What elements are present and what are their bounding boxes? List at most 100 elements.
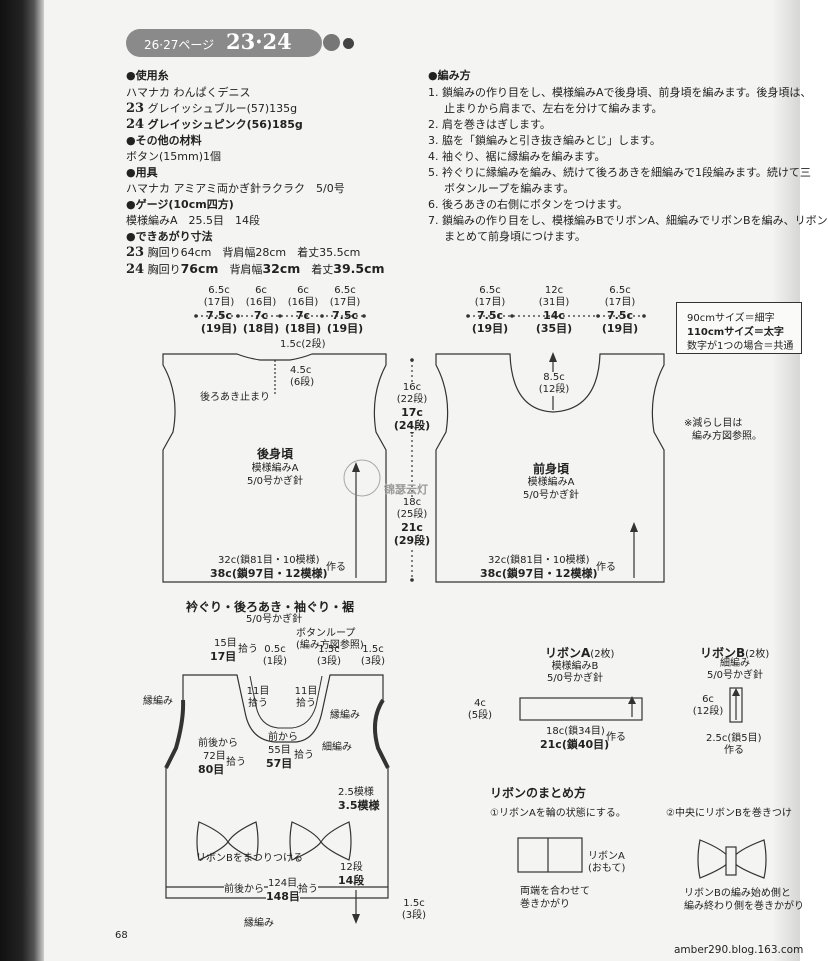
page-number: 68 — [115, 930, 128, 941]
back-width-1-bold: 7.5c(19目) — [200, 309, 238, 335]
method-step: 4. 袖ぐり、裾に縁編みを編みます。 — [428, 150, 606, 163]
front-neck-pickup-57: 57目 — [266, 757, 293, 770]
neck-edge-inner — [249, 675, 323, 729]
decrease-note-2: 編み方図参照。 — [692, 431, 762, 442]
back-bottom-width: 32c(鎖81目・10模様) — [218, 555, 320, 566]
front-title: 前身頃 — [532, 462, 569, 476]
front-neck-depth: 8.5c(12段) — [534, 372, 574, 396]
yarn-23-line: 23 グレイッシュブルー(57)135g — [126, 102, 297, 116]
button-loop-label: ボタンループ(編み方図参照) — [296, 628, 364, 651]
slit-pickup-right: 11目拾う — [294, 686, 318, 709]
hem-pickup-from: 前後から — [224, 884, 264, 896]
side-armhole-height-bold: 17c(24段) — [392, 406, 432, 432]
side-tick-3 — [410, 578, 414, 582]
back-tick-5 — [362, 314, 366, 318]
ribbon-height-12: 12段 — [340, 862, 363, 873]
size-24-chest: 76cm — [180, 261, 219, 276]
yarn-name: ハマナカ わんぱくデニス — [126, 86, 251, 99]
back-tick-3 — [278, 314, 282, 318]
back-width-3: 6c(16目) — [287, 285, 319, 308]
ribbon-a-make: 作る — [606, 732, 626, 743]
ribbon-a-width: 18c(鎖34目) — [546, 726, 605, 737]
ribbon-a-stitch: 模様編みB — [551, 661, 599, 672]
edging-label-right: 縁編み — [330, 710, 360, 721]
ribbon-a-title: リボンA(2枚) — [545, 646, 615, 660]
single-crochet-label: 細編み — [322, 742, 352, 753]
armhole-pickup-label: 拾う — [226, 757, 246, 768]
front-neck-pickup-label: 拾う — [294, 750, 314, 761]
method-step: 止まりから肩まで、左右を分けて編みます。 — [444, 102, 663, 115]
size-24-mark-2: 24 — [126, 262, 145, 277]
hem-pickup-148: 148目 — [266, 890, 300, 903]
assembly-ribbon-a-rect — [517, 837, 583, 873]
yarn-23: グレイッシュブルー(57)135g — [147, 102, 298, 115]
ribbon-b-height: 6c(12段) — [692, 694, 724, 717]
ribbon-b-hook: 5/0号かぎ針 — [706, 670, 764, 681]
ribbon-height-14: 14段 — [338, 874, 365, 887]
neck-pickup-15: 15目 — [214, 638, 237, 649]
assembly-end-2: 編み終わり側を巻きかがり — [684, 901, 804, 912]
ribbon-a-width-bold: 21c(鎖40目) — [540, 738, 610, 751]
method-step: ボタンループを編みます。 — [444, 182, 575, 195]
header-dot-large — [323, 34, 340, 51]
finished-size-23: 23 胸回り64cm 背肩幅28cm 着丈35.5cm — [126, 246, 360, 260]
back-width-2: 6c(16目) — [245, 285, 277, 308]
legend-line-2: 110cmサイズ＝太字 — [687, 327, 784, 338]
ribbon-b-arrowhead — [732, 688, 740, 696]
header-dot-small — [343, 38, 354, 49]
gauge: 模様編みA 25.5目 14段 — [126, 214, 261, 227]
tools: ハマナカ アミアミ両かぎ針ラクラク 5/0号 — [126, 182, 345, 195]
size-24-shoulder: 32cm — [262, 261, 301, 276]
front-body-outline — [435, 353, 665, 583]
front-tick-2 — [510, 314, 514, 318]
bow-right — [289, 821, 352, 861]
legend-line-1: 90cmサイズ＝細字 — [687, 313, 775, 324]
front-width-1: 6.5c(17目) — [474, 285, 506, 308]
loop-depth: 0.5c(1段) — [262, 644, 288, 667]
back-width-4: 6.5c(17目) — [329, 285, 361, 308]
size-24-length-label: 着丈 — [311, 263, 334, 276]
front-neck-pickup-55: 55目 — [268, 745, 291, 756]
side-tick-1 — [410, 358, 414, 362]
back-width-1: 6.5c(17目) — [203, 285, 235, 308]
method-step: 7. 鎖編みの作り目をし、模様編みBでリボンA、細編みでリボンBを編み、リボン — [428, 214, 828, 227]
ribbon-b-width: 2.5c(鎖5目) — [706, 733, 762, 744]
assembly-end-1: リボンBの編み始め側と — [684, 888, 791, 899]
page-edge-shadow — [772, 0, 800, 961]
site-credit: amber290.blog.163.com — [674, 944, 804, 956]
finished-size-title: ●できあがり寸法 — [126, 230, 213, 243]
ribbon-pos-25: 2.5模様 — [338, 787, 374, 798]
method-step: 6. 後ろあきの右側にボタンをつけます。 — [428, 198, 628, 211]
side-body-height: 18c(25段) — [392, 497, 432, 521]
neck-pickup-label: 拾う — [238, 644, 258, 655]
assembly-step-2: ②中央にリボンBを巻きつけ — [666, 808, 792, 819]
ribbon-a-rect — [519, 697, 643, 721]
front-tick-3 — [596, 314, 600, 318]
front-width-2: 12c(31目) — [538, 285, 570, 308]
neck-band-depth: 1.5c(3段) — [316, 644, 342, 667]
yarn-24-line: 24 グレイッシュピンク(56)185g — [126, 118, 303, 132]
front-width-3: 6.5c(17目) — [604, 285, 636, 308]
other-materials: ボタン(15mm)1個 — [126, 150, 222, 163]
ribbon-b-title: リボンB(2枚) — [700, 646, 770, 660]
back-width-2-bold: 7c(18目) — [242, 309, 280, 335]
front-hook: 5/0号かぎ針 — [522, 490, 580, 501]
decrease-note-1: ※減らし目は — [684, 418, 743, 429]
back-body-outline — [162, 353, 387, 583]
assembly-step-1: ①リボンAを輪の状態にする。 — [490, 808, 626, 819]
front-width-3-bold: 7.5c(19目) — [601, 309, 639, 335]
hem-edging-label: 縁編み — [244, 918, 274, 929]
edging-hook: 5/0号かぎ針 — [246, 614, 303, 625]
side-body-height-bold: 21c(29段) — [392, 521, 432, 547]
back-tick-2 — [236, 314, 240, 318]
method-step: 5. 衿ぐりに縁編みを編み、続けて後ろあきを細編みで1段編みます。続けて三 — [428, 166, 811, 179]
front-width-2-bold: 14c(35目) — [535, 309, 573, 335]
watermark-text: 锦瑟云灯 — [384, 483, 428, 496]
back-slit-length: 4.5c(6段) — [290, 365, 315, 388]
back-title: 後身頃 — [256, 447, 293, 461]
bow-left — [196, 821, 259, 861]
edging-title: 衿ぐり・後ろあき・袖ぐり・裾 — [186, 600, 355, 614]
back-neck-depth: 1.5c(2段) — [280, 339, 326, 350]
assembly-join-2: 巻きかがり — [520, 899, 570, 910]
